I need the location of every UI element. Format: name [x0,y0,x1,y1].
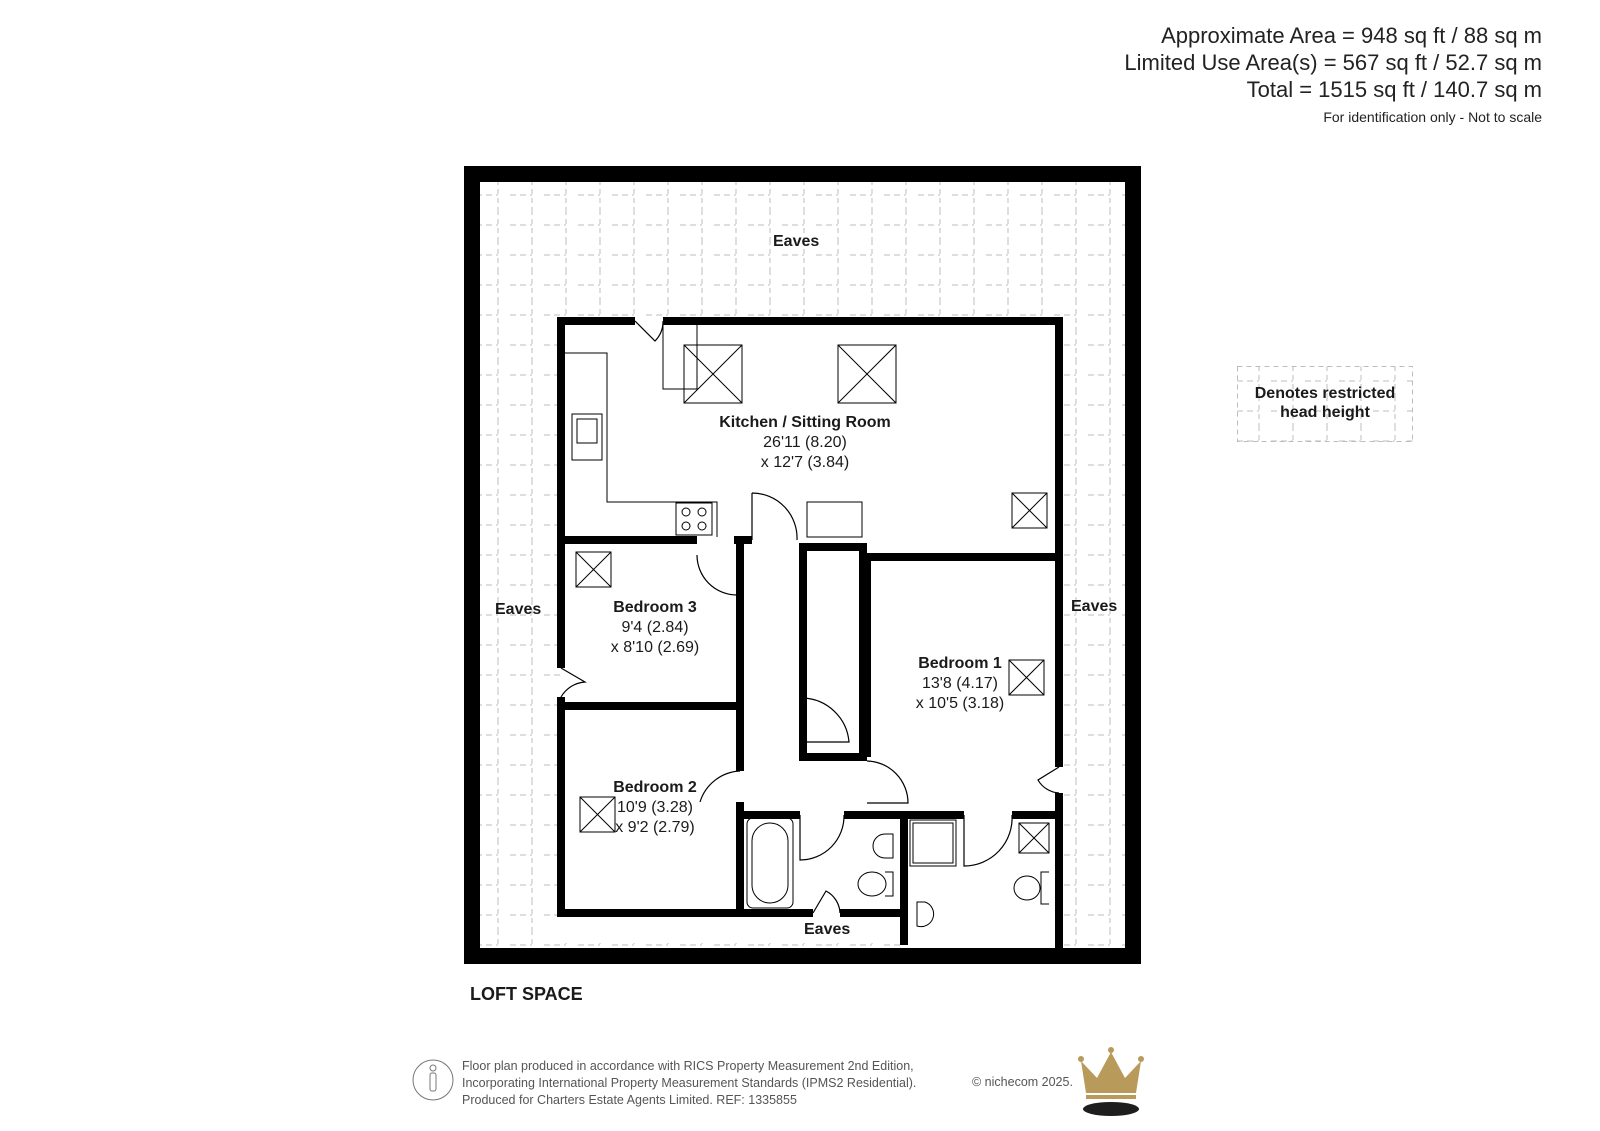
room-dimension: 26'11 (8.20) [763,434,847,451]
copyright: © nichecom 2025. [972,1075,1073,1089]
room-name: Bedroom 3 [613,599,697,616]
approximate-area: Approximate Area = 948 sq ft / 88 sq m [1161,23,1542,48]
bedroom3-label: Bedroom 3 9'4 (2.84) x 8'10 (2.69) [590,598,720,658]
basin-icon [872,833,894,859]
person-icon [412,1059,454,1101]
room-dimension: x 9'2 (2.79) [615,819,695,836]
kitchen-label: Kitchen / Sitting Room 26'11 (8.20) x 12… [700,413,910,473]
footer: Floor plan produced in accordance with R… [412,1058,1192,1118]
room-dimension: 13'8 (4.17) [922,675,998,692]
door-swings [560,320,1060,914]
total-area: Total = 1515 sq ft / 140.7 sq m [1246,77,1542,102]
skylight-icon [837,344,897,404]
scale-note: For identification only - Not to scale [1323,109,1542,125]
bath-icon [746,817,794,909]
legend-hatch [1237,366,1413,442]
eaves-label-bottom: Eaves [804,921,851,938]
room-dimension: 9'4 (2.84) [621,619,689,636]
room-dimension: 10'9 (3.28) [617,799,693,816]
room-name: Bedroom 2 [613,779,697,796]
hob-icon [675,502,713,536]
interior-walls [557,317,1063,949]
area-summary: Approximate Area = 948 sq ft / 88 sq m L… [1124,22,1542,125]
skylight-icon [1011,492,1048,529]
footer-line-1: Floor plan produced in accordance with R… [462,1059,914,1073]
bedroom2-label: Bedroom 2 10'9 (3.28) x 9'2 (2.79) [590,778,720,838]
floor-label: LOFT SPACE [470,984,583,1004]
room-name: Kitchen / Sitting Room [719,414,891,431]
footer-line-2: Incorporating International Property Mea… [462,1076,917,1090]
room-dimension: x 10'5 (3.18) [915,695,1005,712]
wc-icon [1040,871,1049,905]
footer-line-3: Produced for Charters Estate Agents Limi… [462,1093,797,1107]
sink-icon [571,413,603,461]
shower-icon [909,819,957,867]
skylight-icon [683,344,743,404]
eaves-label-left: Eaves [495,601,542,618]
kitchen-units [565,325,863,538]
bathroom-fixtures [746,817,1049,928]
legend-line-1: Denotes restricted [1254,385,1396,402]
limited-use-area: Limited Use Area(s) = 567 sq ft / 52.7 s… [1124,50,1542,75]
eaves-label-right: Eaves [1071,598,1118,615]
eaves-label-top: Eaves [773,233,820,250]
room-dimension: x 8'10 (2.69) [610,639,700,656]
skylights [575,344,1050,854]
company-crown-logo [1078,1047,1144,1116]
skylight-icon [575,551,612,588]
skylight-icon [1008,659,1045,696]
room-dimension: x 12'7 (3.84) [760,454,850,471]
skylight-icon [1018,822,1050,854]
basin-icon [916,901,935,928]
restricted-height-legend: Denotes restricted head height [1237,366,1413,442]
outer-wall [464,166,1141,964]
wc-icon [885,871,894,897]
bedroom1-label: Bedroom 1 13'8 (4.17) x 10'5 (3.18) [900,654,1020,714]
room-name: Bedroom 1 [918,655,1002,672]
skylight-icon [579,796,616,833]
legend-line-2: head height [1280,404,1370,421]
